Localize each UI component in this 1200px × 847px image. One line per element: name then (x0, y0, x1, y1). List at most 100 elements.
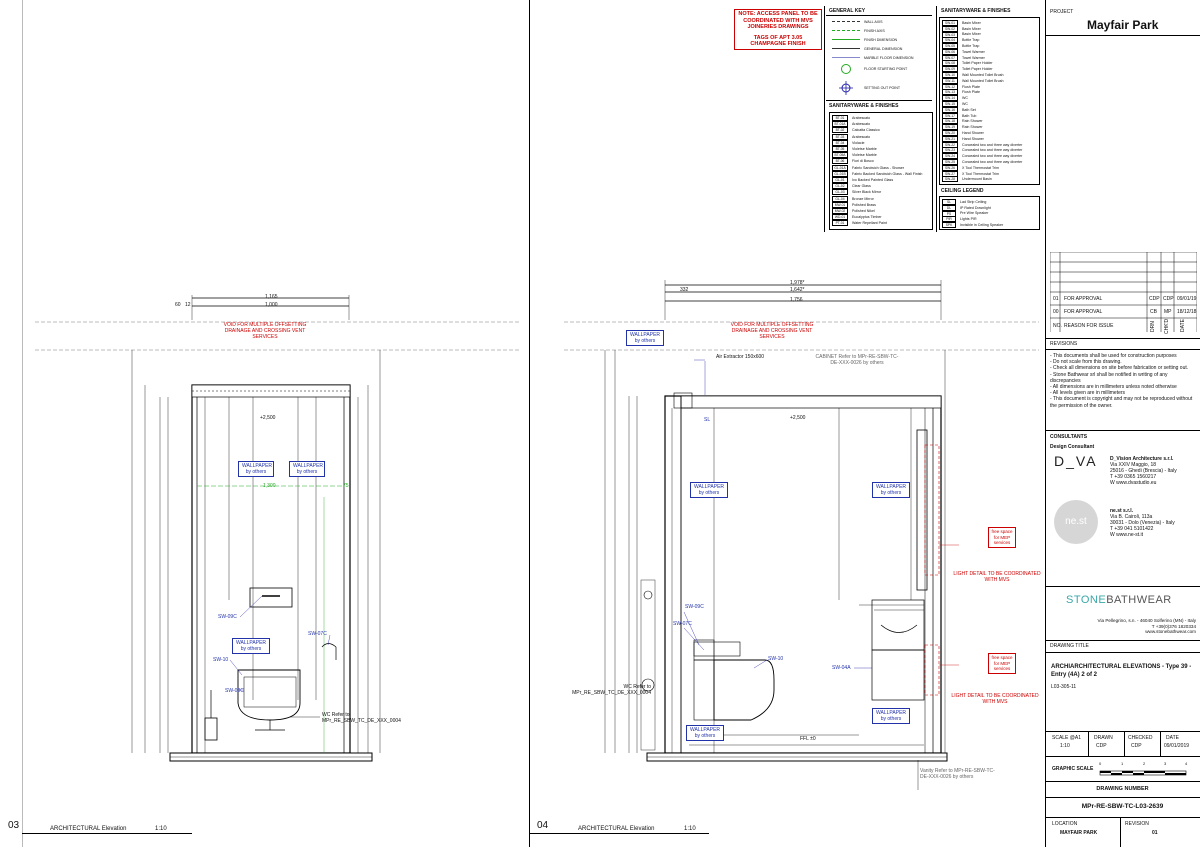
e04-tag-sw04a: SW-04A (832, 665, 851, 671)
drawing-number-label: DRAWING NUMBER (1096, 786, 1149, 792)
elevation-04-scale: 1:10 (684, 826, 696, 832)
legend-row: SL Lad Strip Ceiling (942, 198, 1037, 205)
graphic-scale-bar (1098, 765, 1190, 786)
legend-code: GL-04 (832, 195, 848, 202)
e03-tag-sw08c: SW-08C (225, 688, 244, 694)
e03-wallpaper-3: WALLPAPER by others (232, 638, 270, 654)
legend-code: BT-05 (832, 146, 848, 153)
legend-row: SW-09 Toilet Paper Holder (942, 66, 1037, 73)
legend-code: SW-22 (942, 141, 958, 148)
legend-code: SW-25 (942, 159, 958, 166)
legend-label: Fabric Sandwich Glass - Shower (852, 165, 905, 170)
e04-free-space-1: free space for MEP services (988, 527, 1016, 548)
legend-label: Basin Mixer (962, 26, 981, 31)
project-name: Mayfair Park (1087, 18, 1159, 32)
design-consultant-label: Design Consultant (1050, 444, 1095, 450)
general-notes: - This documents shall be used for const… (1050, 353, 1195, 409)
general-note: - All levels given are in millimeters (1050, 390, 1126, 397)
legend-label: Arabescato (852, 122, 871, 127)
e03-tag-sw07c: SW-07C (308, 631, 327, 637)
legend-code: GL-01B (832, 170, 848, 177)
nest-name: ne.st s.r.l. (1110, 508, 1134, 514)
legend-label: Ivo Backed Painted Glass (852, 177, 894, 182)
legend-code: GL-01A (832, 164, 848, 171)
legend-code: GL-01 (832, 176, 848, 183)
drawing-number: MPr-RE-SBW-TC-L03-2639 (1081, 803, 1164, 810)
legend-label: Basin Mixer (962, 32, 981, 37)
e04-ffl: FFL ±0 (800, 736, 816, 742)
e04-void-note: VOID FOR MULTIPLE OFFSETTING DRAINAGE AN… (730, 322, 814, 340)
legend-label: Lad Strip Ceiling (960, 199, 987, 204)
legend-code: SW-09 (942, 66, 958, 73)
legend-label: Polished Brass (852, 202, 876, 207)
legend-label: Hand Shower (962, 131, 984, 136)
access-panel-note: NOTE: ACCESS PANEL TO BE COORDINATED WIT… (734, 9, 822, 50)
legend-code: SW-15 (942, 101, 958, 108)
legend-label: Polished Nikel (852, 208, 875, 213)
legend-row: BT-03 Arabescato (832, 133, 930, 140)
legend-code: SL (942, 198, 956, 205)
general-note: - This documents shall be used for const… (1050, 353, 1177, 359)
legend-column-left (824, 6, 935, 232)
legend-code: MW-02 (832, 207, 848, 214)
e04-wallpaper-bot-2: WALLPAPER by others (686, 725, 724, 741)
legend-label: Concealed two and three way diverter (962, 154, 1023, 159)
legend-code: SW-26 (942, 164, 958, 171)
dva-name: D_Vision Architecture s.r.l. (1110, 456, 1174, 462)
legend-code: GL-03 (832, 189, 848, 196)
e04-vanity-note: Vanity Refer to MPr-RE-SBW-TC-DE-XXX-002… (920, 768, 995, 780)
elevation-04-title: ARCHITECTURAL Elevation (578, 826, 655, 832)
legend-code: SW-03 (942, 31, 958, 38)
e04-tag-sw07c: SW-07C (673, 621, 692, 627)
legend-code: SW-17 (942, 112, 958, 119)
location-value: MAYFAIR PARK (1060, 830, 1098, 836)
legend-code: SW-02 (942, 25, 958, 32)
legend-code: BT-01 (832, 115, 848, 122)
legend-label: Flush Plate (962, 90, 980, 95)
legend-code: SW-16 (942, 106, 958, 113)
legend-row: MW-02 Polished Nikel (832, 207, 930, 214)
legend-label: Pre Wire Speaker (960, 211, 989, 216)
legend-label: Bottle Trap (962, 38, 980, 43)
legend-code: SW-10 (942, 72, 958, 79)
e04-light-detail-1: LIGHT DETAIL TO BE COORDINATED WITH MVS (953, 571, 1041, 583)
legend-code: BT-03 (832, 133, 848, 140)
legend-code: PS (942, 210, 956, 217)
legend-label: Wall Mounted Toilet Brush (962, 78, 1004, 83)
legend-label: Toilet Paper Holder (962, 67, 993, 72)
legend-code: SW-01 (942, 19, 958, 26)
legend-code: BT-04 (832, 139, 848, 146)
legend-row: SW-03 Basin Mixer (942, 31, 1037, 38)
legend-code: SW-12 (942, 83, 958, 90)
legend-label: Violetse Marble (852, 153, 877, 158)
legend-label: Undermount Basin (962, 177, 992, 182)
legend-label: Water Repellant Paint (852, 221, 887, 226)
legend-label: Bottle Trap (962, 44, 980, 49)
legend-label: Rain Shower (962, 125, 983, 130)
scale-value: 1:10 (1060, 743, 1070, 749)
legend-label: Arabescato (852, 134, 871, 139)
general-note: - All dimensions are in millimeters unle… (1050, 384, 1177, 391)
e04-wallpaper-mid-1: WALLPAPER by others (690, 482, 728, 498)
e03-wallpaper-2: WALLPAPER by others (289, 461, 325, 477)
legend-code: SW-08 (942, 60, 958, 67)
legend-label: Rain Shower (962, 119, 983, 124)
legend-label: Toilet Paper Holder (962, 61, 993, 66)
legend-code: DL (942, 204, 956, 211)
general-note: - This document is copyright and may not… (1050, 396, 1193, 409)
sheet-divider (529, 0, 530, 847)
drawing-title-label: DRAWING TITLE (1050, 643, 1089, 649)
e04-tag-sl: SL (704, 417, 711, 423)
